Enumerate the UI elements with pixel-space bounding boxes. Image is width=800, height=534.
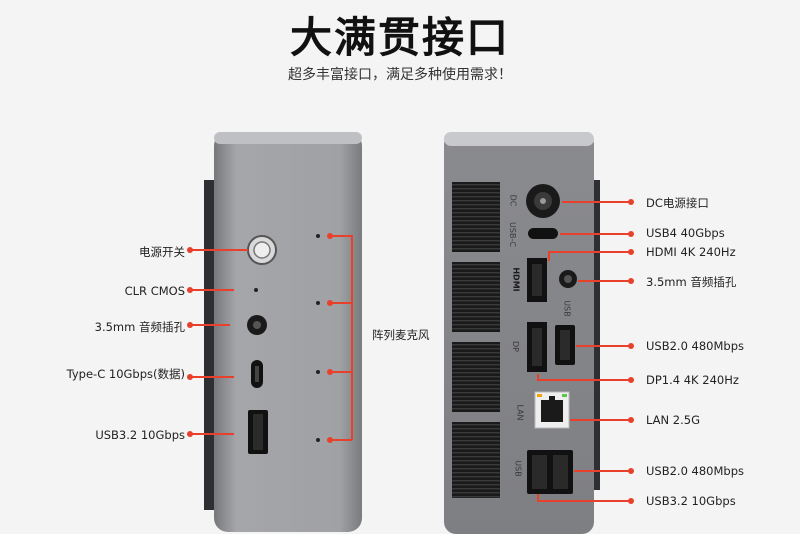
label-hdmi: HDMI 4K 240Hz bbox=[646, 245, 736, 259]
label-dp: DP1.4 4K 240Hz bbox=[646, 373, 739, 387]
rear-print-usb2: USB bbox=[513, 460, 523, 477]
rear-print-usbc: USB-C bbox=[507, 222, 517, 247]
clr-cmos-hole bbox=[254, 288, 258, 292]
front-device bbox=[204, 132, 362, 532]
label-dc: DC电源接口 bbox=[646, 196, 709, 210]
label-usb20-b: USB2.0 480Mbps bbox=[646, 464, 745, 478]
rear-print-dp: DP bbox=[510, 341, 520, 352]
page-subtitle: 超多丰富接口，满足多种使用需求！ bbox=[288, 67, 512, 83]
label-usb4: USB4 40Gbps bbox=[646, 226, 725, 240]
rear-print-lan: LAN bbox=[515, 404, 525, 421]
page-title: 大满贯接口 bbox=[289, 13, 510, 62]
label-rear-audio: 3.5mm 音频插孔 bbox=[646, 275, 737, 289]
label-front-usb32: USB3.2 10Gbps bbox=[95, 428, 185, 442]
rear-device bbox=[444, 132, 600, 534]
rear-print-usb: USB bbox=[562, 300, 572, 317]
label-usb20-a: USB2.0 480Mbps bbox=[646, 339, 745, 353]
rear-usbc-port bbox=[528, 228, 558, 239]
rear-print-hdmi: HDMI bbox=[511, 267, 521, 292]
label-typec: Type-C 10Gbps(数据) bbox=[66, 367, 185, 381]
label-front-audio: 3.5mm 音频插孔 bbox=[94, 320, 185, 334]
label-power: 电源开关 bbox=[139, 245, 185, 259]
rear-print-dc: DC bbox=[508, 194, 518, 207]
label-rear-usb32: USB3.2 10Gbps bbox=[646, 494, 736, 508]
label-mic: 阵列麦克风 bbox=[372, 328, 430, 342]
label-lan: LAN 2.5G bbox=[646, 413, 700, 427]
label-clr: CLR CMOS bbox=[124, 284, 185, 298]
